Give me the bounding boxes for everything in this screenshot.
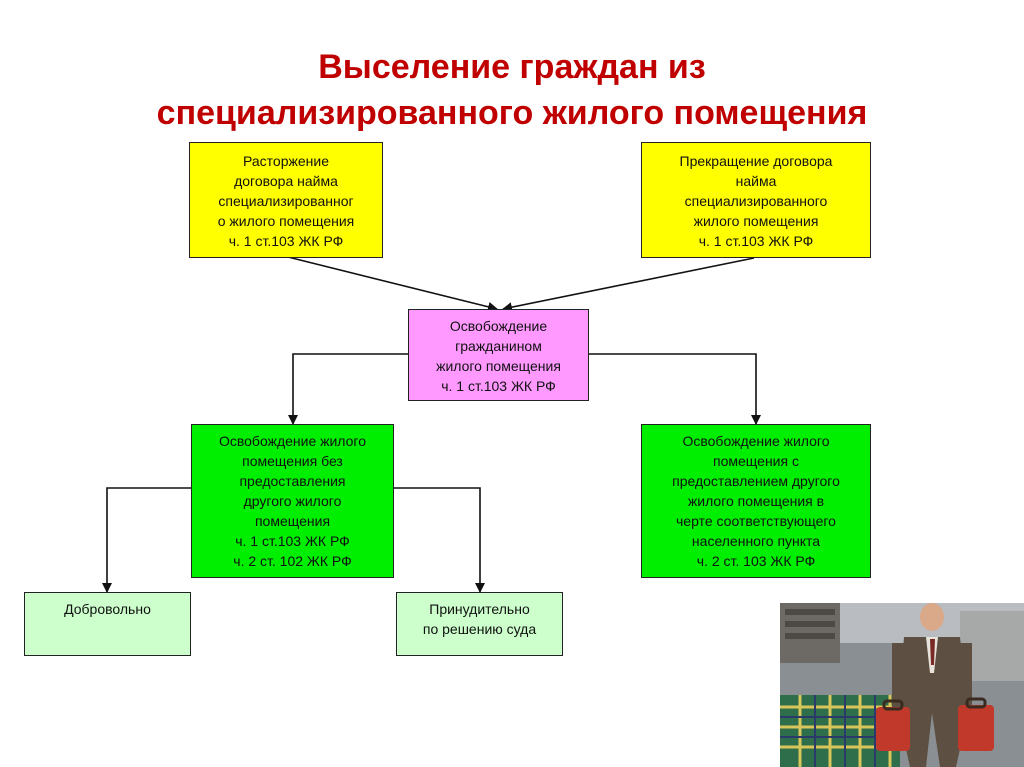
box-line: найма xyxy=(735,173,777,189)
box-line: Расторжение xyxy=(243,153,329,169)
box-contract-cessation: Прекращение договора найма специализиров… xyxy=(641,142,871,258)
box-line: по решению суда xyxy=(422,621,537,637)
box-line: Освобождение xyxy=(449,318,548,334)
box-forced-by-court: Принудительно по решению суда xyxy=(396,592,563,656)
box-line: помещения xyxy=(254,513,331,529)
box-line: предоставления xyxy=(239,473,346,489)
box-line: ч. 2 ст. 103 ЖК РФ xyxy=(696,553,816,569)
box-line: Прекращение договора xyxy=(679,153,833,169)
box-line: населенного пункта xyxy=(691,533,821,549)
box-line: специализированног xyxy=(218,193,354,209)
box-line: Освобождение жилого xyxy=(682,433,830,449)
arrow-termination-to-release xyxy=(287,256,498,312)
box-line: ч. 1 ст.103 ЖК РФ xyxy=(228,233,344,249)
box-line: гражданином xyxy=(455,338,542,354)
box-line: ч. 1 ст.103 ЖК РФ xyxy=(235,533,350,549)
box-line: помещения без xyxy=(242,453,343,469)
box-contract-termination: Расторжение договора найма специализиров… xyxy=(189,142,383,258)
title-line-1: Выселение граждан из xyxy=(318,48,706,86)
box-line: помещения с xyxy=(713,453,799,469)
box-line: договора найма xyxy=(234,173,338,189)
box-voluntary: Добровольно xyxy=(24,592,191,656)
box-line: ч. 1 ст.103 ЖК РФ xyxy=(698,233,814,249)
box-line: жилого помещения xyxy=(693,213,819,229)
box-release-without-housing: Освобождение жилого помещения без предос… xyxy=(191,424,394,578)
box-release-by-citizen: Освобождение гражданином жилого помещени… xyxy=(408,309,589,401)
box-line: Принудительно xyxy=(429,601,530,617)
arrow-without-to-forced xyxy=(394,487,485,593)
arrow-release-to-with xyxy=(589,353,761,425)
box-line: жилого помещения xyxy=(436,358,561,374)
box-line: черте соответствующего xyxy=(676,513,836,529)
box-line: ч. 2 ст. 102 ЖК РФ xyxy=(233,553,352,569)
box-line: Освобождение жилого xyxy=(218,433,367,449)
page-title: Выселение граждан из специализированного… xyxy=(0,44,1024,136)
box-line: ч. 1 ст.103 ЖК РФ xyxy=(441,378,556,394)
box-line: жилого помещения в xyxy=(687,493,825,509)
box-line: предоставлением другого xyxy=(672,473,840,489)
box-release-with-housing: Освобождение жилого помещения с предоста… xyxy=(641,424,871,578)
arrow-cessation-to-release xyxy=(502,257,755,313)
arrow-release-to-without xyxy=(288,353,408,425)
box-line: Добровольно xyxy=(64,601,151,617)
box-line: о жилого помещения xyxy=(217,213,355,229)
box-line: другого жилого xyxy=(243,493,342,509)
arrow-without-to-voluntary xyxy=(102,487,191,593)
man-with-suitcases-photo xyxy=(780,603,1024,767)
title-line-2: специализированного жилого помещения xyxy=(156,94,868,132)
box-line: специализированного xyxy=(684,193,828,209)
